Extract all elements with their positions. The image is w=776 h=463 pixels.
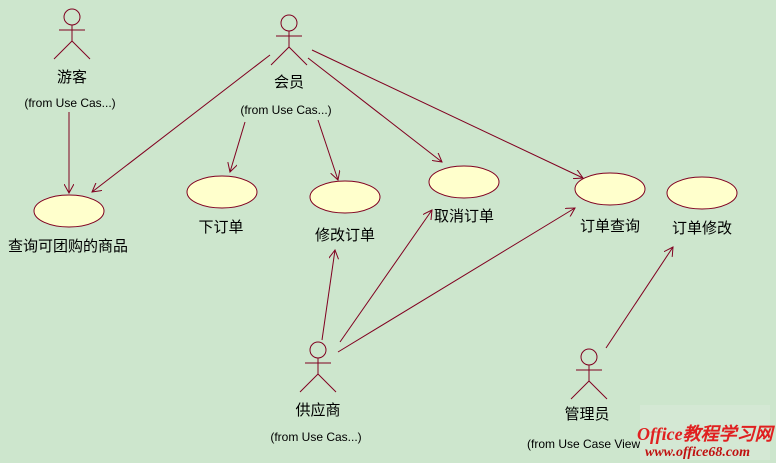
- watermark-title: Office教程学习网: [637, 424, 776, 444]
- actor-label: 供应商: [295, 401, 340, 419]
- watermark: Office教程学习网 www.office68.com: [637, 405, 776, 460]
- actor-from: (from Use Cas...): [270, 430, 361, 444]
- assoc-supplier-cancel: [339, 210, 432, 343]
- assoc-member-modify: [317, 119, 338, 180]
- assoc-member-query: [92, 54, 271, 192]
- usecase-label: 订单查询: [580, 217, 640, 235]
- usecase-ellipse[interactable]: [186, 175, 258, 209]
- actor-stick-figure-icon: [570, 348, 608, 400]
- watermark-url: www.office68.com: [645, 445, 750, 460]
- usecase-label: 取消订单: [434, 207, 494, 225]
- usecase-label: 下订单: [198, 218, 243, 236]
- usecase-label: 修改订单: [315, 226, 375, 244]
- assoc-member-cancel: [307, 57, 442, 162]
- usecase-ellipse[interactable]: [666, 176, 738, 210]
- assoc-supplier-orderquery: [337, 208, 575, 353]
- assoc-member-order: [230, 121, 246, 172]
- actor-label: 会员: [274, 73, 304, 91]
- actor-stick-figure-icon: [270, 14, 308, 66]
- assoc-supplier-modify: [321, 250, 335, 341]
- usecase-label: 订单修改: [672, 219, 732, 237]
- assoc-member-orderquery: [311, 49, 583, 178]
- actor-from: (from Use Cas...): [24, 96, 115, 110]
- usecase-ellipse[interactable]: [309, 180, 381, 214]
- actor-from: (from Use Case View: [527, 437, 640, 451]
- usecase-label: 查询可团购的商品: [8, 237, 128, 255]
- assoc-admin-ordermodify: [605, 247, 673, 349]
- actor-stick-figure-icon: [299, 341, 337, 393]
- usecase-ellipse[interactable]: [574, 172, 646, 206]
- actor-label: 游客: [57, 68, 87, 86]
- actor-from: (from Use Cas...): [240, 103, 331, 117]
- usecase-ellipse[interactable]: [428, 165, 500, 199]
- associations: [69, 49, 673, 353]
- usecase-ellipse[interactable]: [33, 194, 105, 228]
- actor-label: 管理员: [564, 405, 609, 423]
- actor-stick-figure-icon: [53, 8, 91, 60]
